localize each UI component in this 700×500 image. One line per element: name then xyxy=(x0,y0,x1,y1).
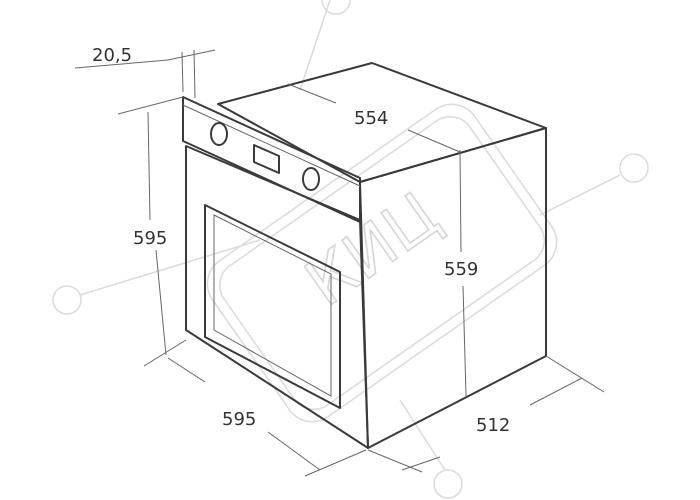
door-glass-inner xyxy=(213,214,332,397)
dim-front-height: 595 xyxy=(117,96,187,367)
dim-front-height-line-a xyxy=(147,111,151,221)
control-knob-left xyxy=(210,122,228,146)
dim-top-width-line-a xyxy=(287,83,337,104)
dim-panel-depth-leader xyxy=(74,59,169,69)
dim-panel-depth: 20,5 xyxy=(74,45,216,99)
watermark-line-right xyxy=(539,174,621,216)
watermark-circle-left xyxy=(52,285,82,315)
dim-panel-depth-line xyxy=(167,49,216,61)
control-panel-strip xyxy=(182,96,361,223)
watermark-line-bottom xyxy=(399,399,446,471)
dim-top-width-line-b xyxy=(407,129,461,153)
dim-body-height-line-a xyxy=(459,149,462,253)
dim-panel-depth-label: 20,5 xyxy=(92,45,132,66)
dim-body-height: 559 xyxy=(444,149,478,397)
dim-front-height-ext-bottom xyxy=(143,339,187,367)
dim-body-height-line-b xyxy=(462,285,467,397)
watermark-frame xyxy=(218,115,546,411)
dim-panel-depth-ext-left xyxy=(181,51,184,93)
watermark-circle-top xyxy=(321,0,351,15)
watermark-line-left xyxy=(79,239,261,296)
dim-body-height-label: 559 xyxy=(444,259,478,280)
oven-door xyxy=(204,204,341,409)
dim-front-height-ext-top xyxy=(117,96,184,115)
watermark-text: КИЦ xyxy=(293,179,453,322)
dim-body-depth-line-b xyxy=(529,377,583,406)
dim-top-width-label: 554 xyxy=(354,108,388,129)
watermark-line-top xyxy=(299,0,331,91)
dim-front-width-line-b xyxy=(267,431,321,471)
watermark-circle-bottom xyxy=(433,469,463,499)
dim-front-width: 595 xyxy=(167,357,367,477)
dim-panel-depth-ext-right xyxy=(193,49,196,99)
dim-top-width: 554 xyxy=(287,83,461,153)
display-window xyxy=(253,144,280,174)
dim-front-width-ext xyxy=(304,449,367,477)
dim-front-width-label: 595 xyxy=(222,409,256,430)
watermark: КИЦ xyxy=(52,0,649,499)
control-knob-right xyxy=(302,167,320,191)
dim-body-depth-line-a xyxy=(401,456,441,471)
door-glass-outer xyxy=(204,204,341,409)
dim-body-depth-label: 512 xyxy=(476,415,510,436)
oven-side-face xyxy=(359,127,547,449)
dim-body-depth: 512 xyxy=(367,355,605,473)
dim-front-height-line-b xyxy=(155,249,167,356)
dim-front-height-label: 595 xyxy=(133,228,167,249)
dim-body-depth-ext-right xyxy=(545,355,605,393)
watermark-frame-outer xyxy=(206,103,558,423)
dim-body-depth-ext-left xyxy=(367,449,423,473)
watermark-circle-right xyxy=(619,153,649,183)
control-panel xyxy=(182,96,361,223)
control-panel-edge xyxy=(182,104,361,187)
dim-front-width-line-a xyxy=(167,357,206,383)
